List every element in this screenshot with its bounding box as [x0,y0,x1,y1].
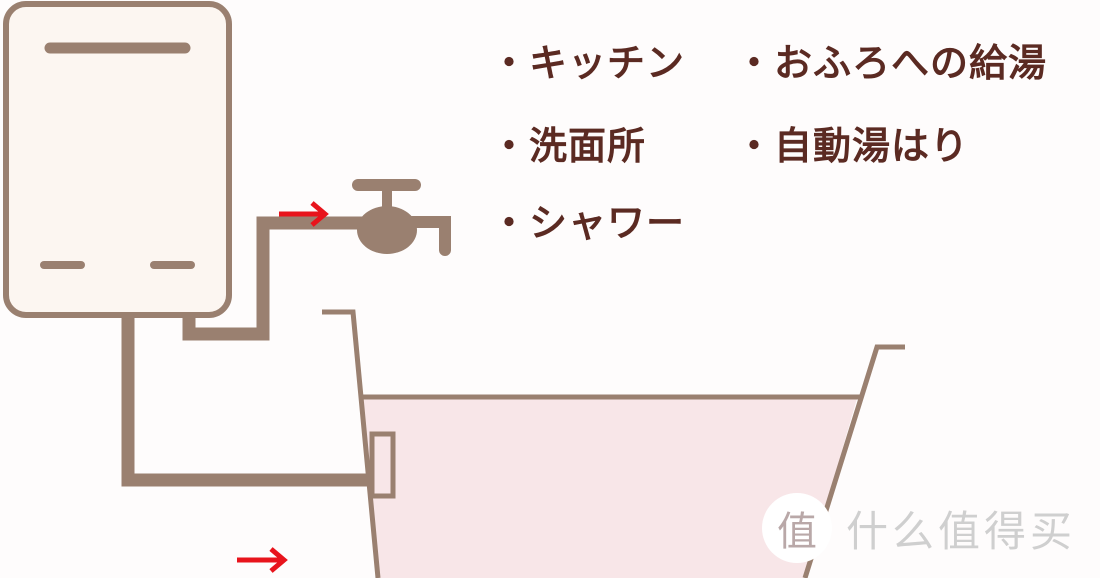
faucet-body [357,206,417,254]
label-auto-fill: ・自動湯はり [735,124,970,168]
bathtub-right-wall [802,344,905,578]
label-washroom: ・洗面所 [490,124,647,168]
flow-arrow-bath [237,547,288,573]
arrow-head [310,201,329,227]
bath-inlet [369,431,396,499]
faucet-spout [404,216,451,256]
bath-pipe [121,318,372,487]
faucet [352,179,451,256]
faucet-pipe [182,216,365,341]
arrow-head [269,547,288,573]
water-heater [3,1,232,318]
watermark-text: 什么值得买 [846,506,1077,556]
watermark-badge: 值 [762,493,832,563]
label-bath-hot-water: ・おふろへの給湯 [735,41,1048,85]
flow-arrow-faucet [279,201,329,227]
bath-water [360,395,858,578]
label-shower: ・シャワー [490,201,686,245]
label-kitchen: ・キッチン [490,41,686,85]
watermark: 值 什么值得买 [762,493,1076,563]
